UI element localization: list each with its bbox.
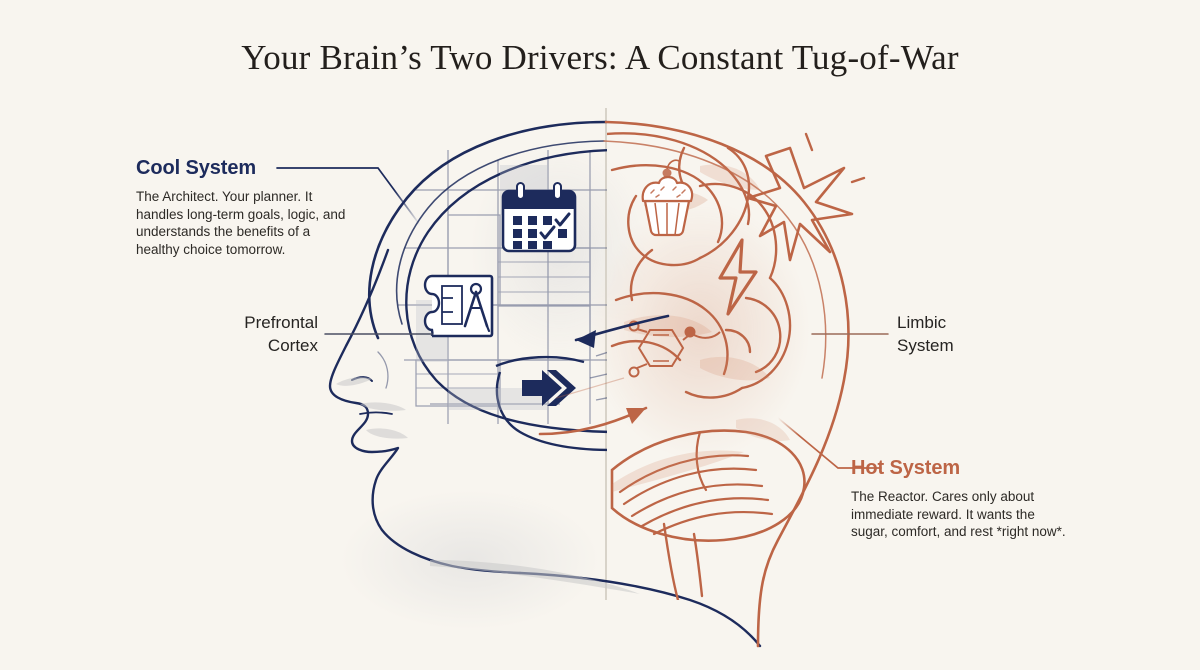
leader-cool-system <box>276 167 421 226</box>
callout-hot-system: Hot System The Reactor. Cares only about… <box>851 458 1075 541</box>
arrow-right-terracotta <box>538 406 648 436</box>
stipple-texture <box>612 164 790 492</box>
leader-hot-system <box>777 417 882 469</box>
face-shading <box>336 377 640 594</box>
label-prefrontal-cortex: Prefrontal Cortex <box>188 311 318 357</box>
lightning-bolt-icon <box>718 238 758 316</box>
starburst-icon <box>746 132 866 262</box>
callout-cool-system: Cool System The Architect. Your planner.… <box>136 158 352 258</box>
motion-streaks <box>589 339 607 401</box>
flow-arrows <box>538 314 670 436</box>
cerebellum <box>610 429 806 542</box>
cool-hemisphere <box>398 148 607 452</box>
cranium-outline <box>368 120 850 648</box>
label-limbic-system-line2: System <box>897 336 954 355</box>
label-limbic-system: Limbic System <box>897 311 1037 357</box>
label-prefrontal-cortex-line1: Prefrontal <box>244 313 318 332</box>
cool-system-body: The Architect. Your planner. It handles … <box>136 189 346 257</box>
label-limbic-system-line1: Limbic <box>897 313 947 332</box>
cupcake-icon <box>641 159 694 237</box>
page-title: Your Brain’s Two Drivers: A Constant Tug… <box>241 38 959 77</box>
hot-system-heading: Hot System <box>851 457 961 479</box>
blueprint-compass-icon <box>423 274 494 338</box>
calendar-icon <box>501 182 577 253</box>
hot-system-body: The Reactor. Cares only about immediate … <box>851 489 1066 539</box>
arrow-left-navy <box>574 314 670 348</box>
leader-lines <box>276 167 889 469</box>
label-prefrontal-cortex-line2: Cortex <box>267 336 318 355</box>
fast-forward-arrow-icon <box>522 370 576 406</box>
cool-system-heading: Cool System <box>136 157 257 179</box>
